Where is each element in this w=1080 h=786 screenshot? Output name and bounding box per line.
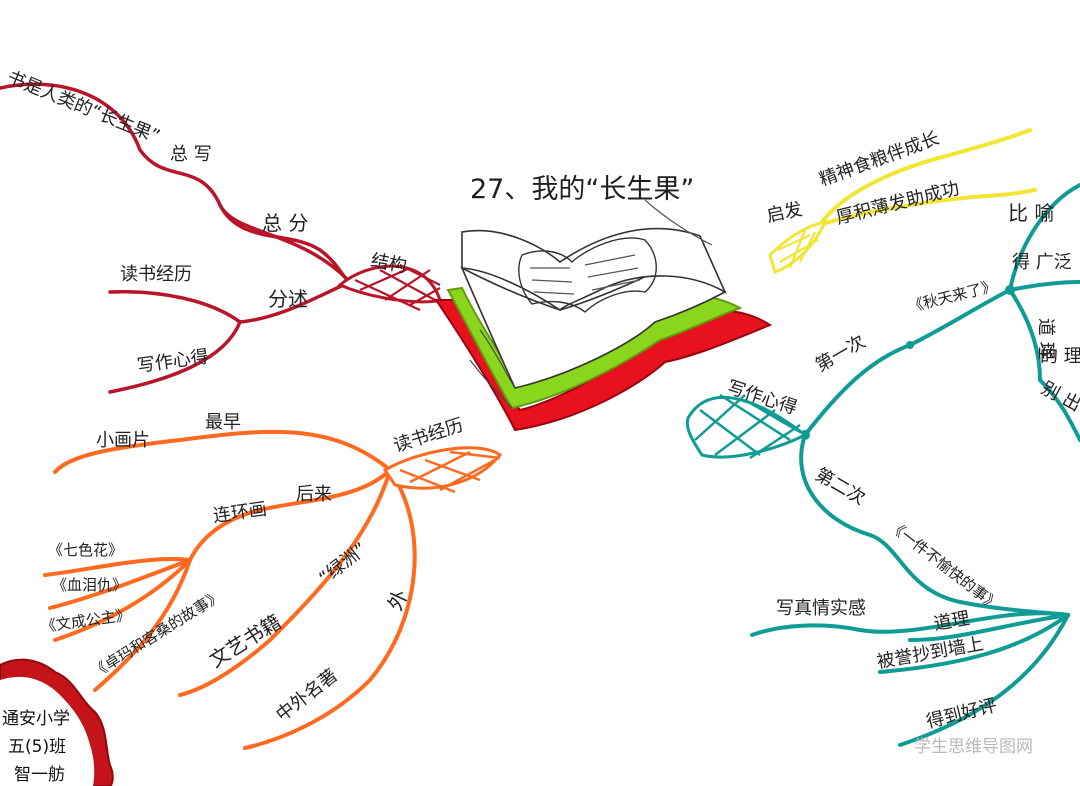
structure-item-zongxie: 总 写 xyxy=(170,144,212,165)
author-school: 通安小学 xyxy=(2,709,70,729)
reading-item-xueleichou: 《血泪仇》 xyxy=(52,576,127,594)
reading-item-wenyishuji: 文艺书籍 xyxy=(205,609,286,672)
structure-line-reading xyxy=(108,290,242,324)
writing-item-daoli2: 道理 xyxy=(932,608,971,635)
writing-item-guangfan: 得 广泛 xyxy=(1012,252,1072,273)
writing-line-bie xyxy=(1038,378,1080,442)
inspiration-line-1 xyxy=(818,128,1032,227)
writing-item-diyici: 第一次 xyxy=(812,331,869,376)
writing-line-guangfan xyxy=(1008,280,1080,292)
inspiration-label: 启发 xyxy=(765,199,805,227)
inspiration-item-2: 厚积薄发助成功 xyxy=(834,178,961,229)
map-title: 27、我的“长生果” xyxy=(470,174,694,205)
inspiration-node-shape xyxy=(768,219,828,274)
writing-line-biyu xyxy=(1008,183,1080,292)
reading-item-xiaohuapian: 小画片 xyxy=(96,430,150,451)
structure-item-dushujingli: 读书经历 xyxy=(120,264,192,285)
structure-line-fenshu xyxy=(238,280,352,324)
reading-item-houlai: 后来 xyxy=(296,484,332,505)
writing-item-biyu: 比 喻 xyxy=(1008,201,1054,225)
reading-item-zhuomakesang: 《卓玛和客桑的故事》 xyxy=(89,587,226,682)
structure-item-zongfen: 总 分 xyxy=(262,211,308,235)
writing-item-zhenqingshigan: 写真情实感 xyxy=(776,598,866,619)
branch-writing xyxy=(750,183,1080,747)
reading-line-wenyi xyxy=(178,468,392,697)
author-name: 智一舫 xyxy=(14,765,65,785)
reading-item-lvzhou: “绿洲” xyxy=(315,539,371,589)
reading-node-shape xyxy=(382,446,503,494)
reading-line-book2 xyxy=(48,558,192,610)
reading-item-zuizao: 最早 xyxy=(205,412,241,433)
structure-line-zongfen xyxy=(218,203,352,284)
writing-item-qiutianlaile: 《秋天来了》 xyxy=(907,277,999,316)
writing-line-second xyxy=(799,433,1070,617)
writing-line-daoli xyxy=(1008,288,1042,382)
reading-item-wenchenggongzhu: 《文成公主》 xyxy=(40,606,132,636)
school-badge xyxy=(0,658,114,786)
branch-structure xyxy=(0,82,352,394)
writing-line-haoping xyxy=(898,613,1070,747)
branch-inspiration xyxy=(818,128,1037,227)
writing-line-daoli2 xyxy=(908,613,1070,642)
reading-line-book3 xyxy=(53,558,192,642)
author-class: 五(5)班 xyxy=(8,737,66,757)
reading-item-qisehua: 《七色花》 xyxy=(48,541,123,559)
watermark: 学生思维导图网 xyxy=(914,737,1033,757)
structure-item-xiezuoxinde: 写作心得 xyxy=(136,346,210,377)
reading-line-mingzhu xyxy=(243,468,417,750)
structure-item-fenshu: 分述 xyxy=(268,287,308,311)
reading-item-lianhuanhua: 连环画 xyxy=(212,499,268,527)
structure-line-writing xyxy=(108,320,242,394)
reading-item-zhongwaimingzhu: 中外名著 xyxy=(272,665,342,726)
writing-item-deli: 的 理 xyxy=(1040,346,1080,367)
structure-item-changshengguo: 书是人类的“长生果” xyxy=(4,67,163,147)
writing-line-zhenqing xyxy=(750,611,1070,637)
writing-node-shape xyxy=(685,393,808,460)
structure-main-line xyxy=(0,82,352,284)
reading-line-book1 xyxy=(43,557,192,577)
writing-item-dedaohaoping: 得到好评 xyxy=(924,695,999,733)
branch-reading xyxy=(43,429,417,750)
reading-line-xiaohuapian xyxy=(53,429,392,474)
central-book-icon xyxy=(434,199,773,432)
reading-line-lianhuanhua xyxy=(188,468,392,562)
writing-item-daoli: 道 理 xyxy=(1035,318,1056,360)
writing-line-chao xyxy=(878,613,1070,674)
reading-line-book4 xyxy=(93,558,192,692)
inspiration-line-2 xyxy=(818,188,1037,227)
